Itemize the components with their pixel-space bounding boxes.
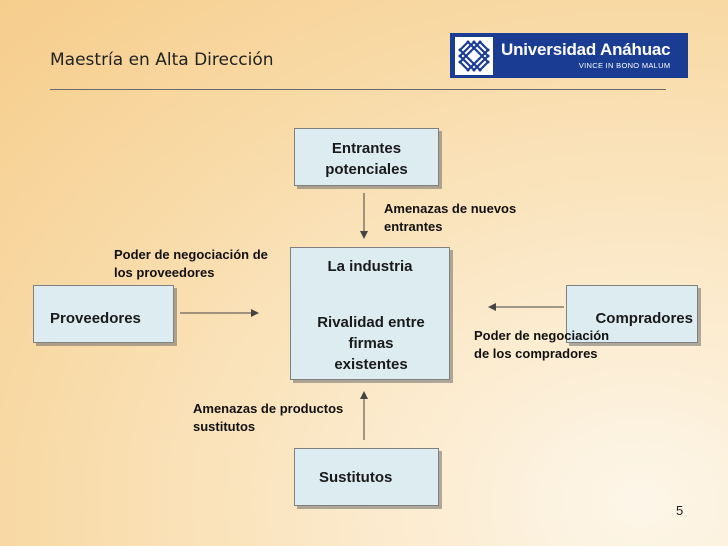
- slide-title: Maestría en Alta Dirección: [50, 50, 274, 70]
- label-poder-compradores: Poder de negociación de los compradores: [474, 328, 610, 361]
- label-poder-proveedores: Poder de negociación de los proveedores: [114, 247, 268, 280]
- box-proveedores: Proveedores: [33, 285, 174, 343]
- page-number: 5: [676, 503, 684, 518]
- box-compradores-text: Compradores: [595, 310, 693, 327]
- box-rivalidad-text: Rivalidad entre firmas existentes: [317, 314, 425, 373]
- box-industria: La industria Rivalidad entre firmas exis…: [290, 247, 450, 380]
- box-sustitutos-text: Sustitutos: [319, 469, 393, 486]
- box-compradores: Compradores: [566, 285, 698, 343]
- logo-motto: VINCE IN BONO MALUM: [578, 61, 671, 70]
- box-sustitutos: Sustitutos: [294, 448, 439, 506]
- university-logo: Universidad Anáhuac VINCE IN BONO MALUM: [450, 33, 688, 78]
- box-industria-title: La industria: [327, 258, 413, 275]
- label-amenazas-entrantes: Amenazas de nuevos entrantes: [384, 201, 517, 234]
- box-proveedores-text: Proveedores: [50, 310, 141, 327]
- title-divider: [50, 89, 666, 90]
- box-entrantes-text: Entrantes potenciales: [325, 140, 408, 178]
- label-amenazas-sustitutos: Amenazas de productos sustitutos: [193, 401, 344, 434]
- logo-emblem-icon: [455, 36, 493, 75]
- box-entrantes: Entrantes potenciales: [294, 128, 439, 186]
- logo-name: Universidad Anáhuac: [501, 40, 671, 59]
